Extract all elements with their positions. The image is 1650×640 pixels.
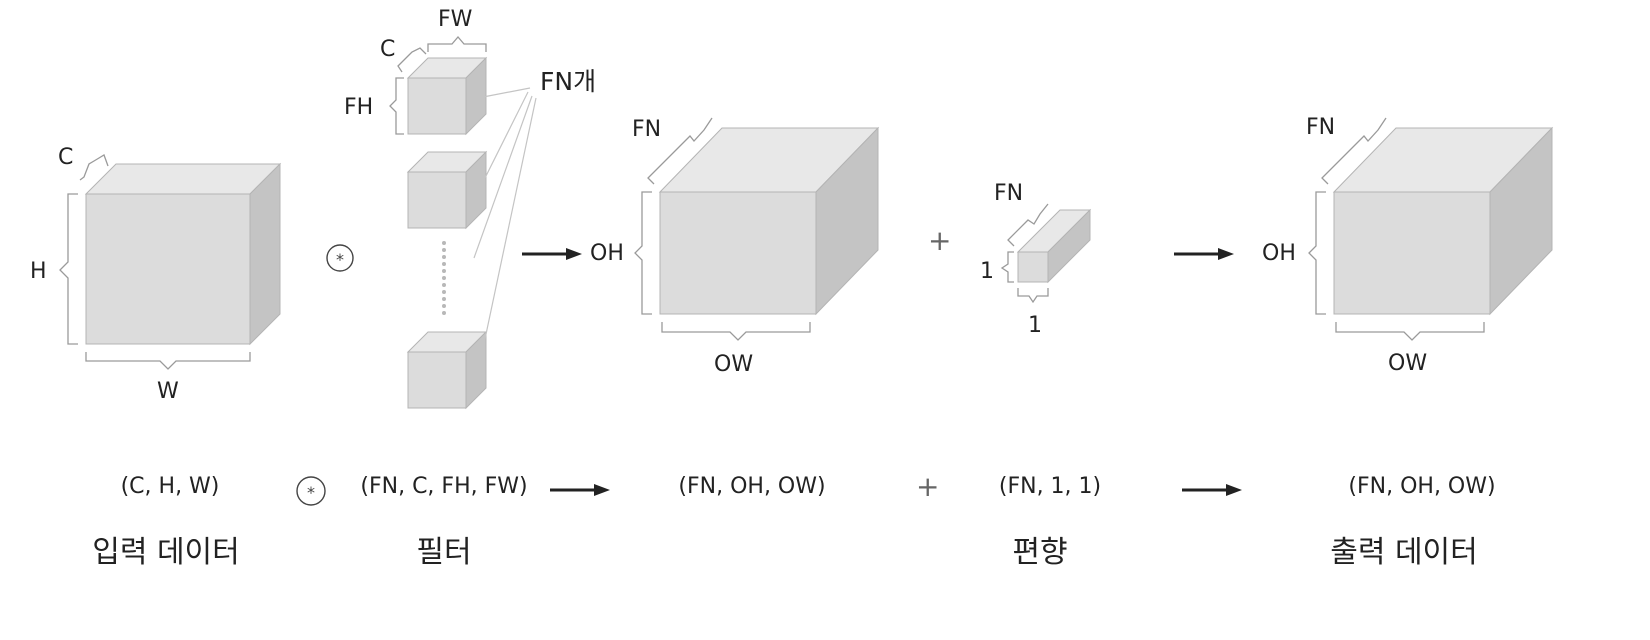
filter-dots xyxy=(442,241,446,315)
input-h-brace xyxy=(59,193,78,345)
conv-output-oh-brace xyxy=(634,191,652,315)
bias-shape: (FN, 1, 1) xyxy=(999,474,1101,499)
filter-fw-label: FW xyxy=(438,7,473,32)
input-w-label: W xyxy=(157,379,179,404)
plus-operator: + xyxy=(916,470,939,503)
plus-operator: + xyxy=(928,224,951,257)
conv-output-ow-brace xyxy=(661,322,811,341)
output-ow-brace xyxy=(1335,322,1485,341)
filter-fh-brace xyxy=(389,77,404,135)
input-w-brace xyxy=(85,352,251,370)
filter-c-label: C xyxy=(380,37,395,62)
output-oh-brace xyxy=(1308,191,1326,315)
arrow-shape-2 xyxy=(1182,484,1242,496)
arrow-to-conv-output xyxy=(522,248,582,260)
svg-text:*: * xyxy=(307,483,315,502)
conv-output-ow-label: OW xyxy=(714,352,753,377)
filter-fh-label: FH xyxy=(344,95,373,120)
bias-fn-brace xyxy=(1007,203,1049,247)
svg-text:*: * xyxy=(336,250,344,269)
filter-count-pointers xyxy=(473,87,537,373)
conv-output-shape: (FN, OH, OW) xyxy=(678,474,825,499)
bias-one-h-label: 1 xyxy=(980,259,994,284)
conv-output-fn-brace xyxy=(647,117,713,185)
input-shape: (C, H, W) xyxy=(121,474,220,499)
input-h-label: H xyxy=(30,259,47,284)
output-ow-label: OW xyxy=(1388,351,1427,376)
input-caption: 입력 데이터 xyxy=(92,535,240,570)
convolution-operator: * xyxy=(326,244,354,272)
input-c-brace xyxy=(79,154,109,181)
input-cube xyxy=(84,162,282,346)
filter-cube xyxy=(406,150,488,230)
filter-cube xyxy=(406,330,488,410)
conv-output-oh-label: OH xyxy=(590,241,624,266)
output-fn-brace xyxy=(1321,117,1387,185)
filter-cube xyxy=(406,56,488,136)
bias-fn-label: FN xyxy=(994,181,1023,206)
conv-output-cube xyxy=(658,126,880,316)
arrow-to-output xyxy=(1174,248,1234,260)
bias-caption: 편향 xyxy=(1012,535,1067,570)
bias-block xyxy=(1016,208,1092,284)
filter-shape: (FN, C, FH, FW) xyxy=(360,474,527,499)
convolution-operator: * xyxy=(296,476,326,506)
filter-count-label: FN개 xyxy=(540,67,596,96)
filter-c-brace xyxy=(397,47,427,73)
bias-one-w-label: 1 xyxy=(1028,313,1042,338)
filter-caption: 필터 xyxy=(416,535,471,570)
output-fn-label: FN xyxy=(1306,115,1335,140)
arrow-shape-1 xyxy=(550,484,610,496)
bias-one-h-brace xyxy=(1000,251,1014,283)
input-c-label: C xyxy=(58,145,73,170)
output-shape: (FN, OH, OW) xyxy=(1348,474,1495,499)
conv-output-fn-label: FN xyxy=(632,117,661,142)
filter-fw-brace xyxy=(427,36,487,52)
bias-one-w-brace xyxy=(1017,288,1049,304)
output-cube xyxy=(1332,126,1554,316)
output-caption: 출력 데이터 xyxy=(1330,535,1478,570)
output-oh-label: OH xyxy=(1262,241,1296,266)
